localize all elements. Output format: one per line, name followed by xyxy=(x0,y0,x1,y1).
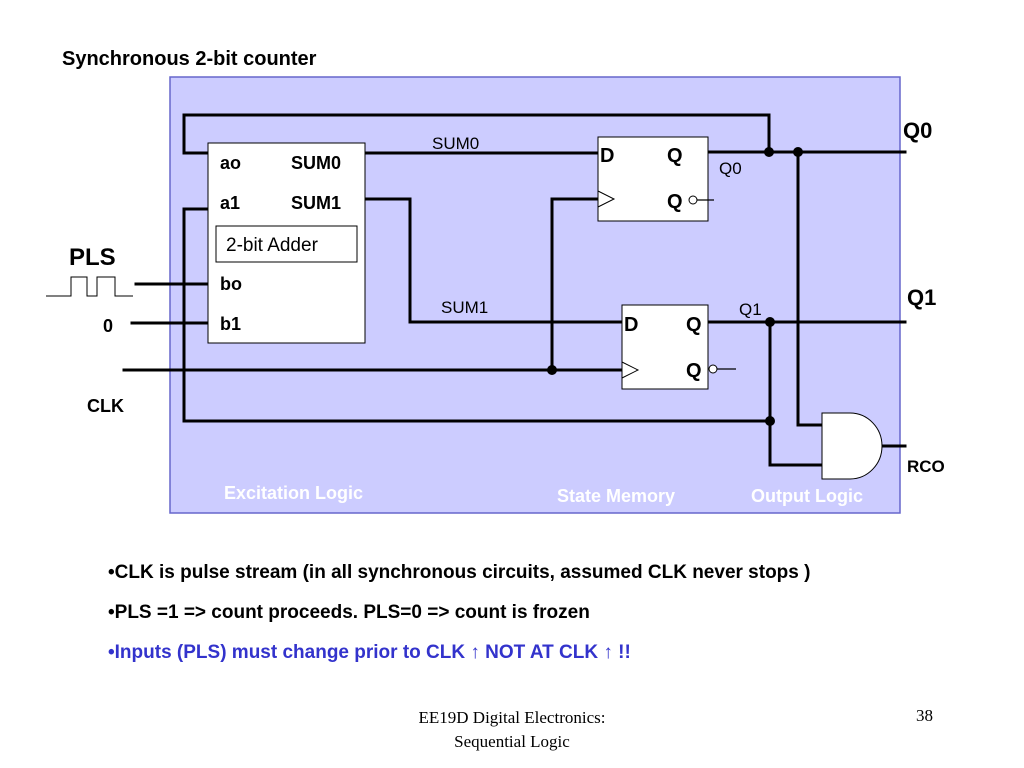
pls-waveform xyxy=(46,276,133,297)
adder-name-box xyxy=(215,225,358,263)
bullet-marker: • xyxy=(108,642,115,663)
ff0-q-label: Q xyxy=(667,145,683,167)
wire-label-q0: Q0 xyxy=(719,159,742,178)
page-number: 38 xyxy=(916,706,933,725)
ff1-qbar-label: Q xyxy=(686,360,702,382)
adder-port-bo: bo xyxy=(220,274,242,294)
bullet-item: •PLS =1 => count proceeds. PLS=0 => coun… xyxy=(108,601,810,641)
region-label-state-memory: State Memory xyxy=(557,486,675,506)
wire-and-in-q0 xyxy=(796,150,824,427)
input-label-zero: 0 xyxy=(103,316,113,336)
flip-flop-1 xyxy=(621,304,709,390)
counter-circuit-diagram: 2-bit Adder ao a1 bo b1 SUM0 SUM1 D Q Q … xyxy=(46,76,945,514)
wire-sum1 xyxy=(363,197,624,324)
junction-dot xyxy=(547,365,557,375)
bullet-marker: • xyxy=(108,602,115,623)
bullet-marker: • xyxy=(108,562,115,583)
wire-label-q1: Q1 xyxy=(739,300,762,319)
input-label-clk: CLK xyxy=(87,396,124,416)
bullet-item: •CLK is pulse stream (in all synchronous… xyxy=(108,561,810,601)
ff1-inversion-bubble xyxy=(708,364,718,374)
adder-port-sum0: SUM0 xyxy=(291,153,341,173)
and-gate xyxy=(821,412,883,480)
junctions xyxy=(547,147,803,426)
ff1-q-label: Q xyxy=(686,314,702,336)
footer-line-2: Sequential Logic xyxy=(454,732,570,751)
wire-q1-feedback xyxy=(182,207,772,423)
output-label-q1: Q1 xyxy=(907,285,936,310)
bullet-list: •CLK is pulse stream (in all synchronous… xyxy=(108,561,810,681)
adder-port-sum1: SUM1 xyxy=(291,193,341,213)
footer-line-1: EE19D Digital Electronics: xyxy=(418,708,606,727)
wire-label-sum1: SUM1 xyxy=(441,298,488,317)
adder-port-a1: a1 xyxy=(220,193,240,213)
output-label-q0: Q0 xyxy=(903,118,932,143)
adder-port-ao: ao xyxy=(220,153,241,173)
ff1-d-label: D xyxy=(624,314,638,336)
adder-name: 2-bit Adder xyxy=(226,235,319,256)
junction-dot xyxy=(764,147,774,157)
bullet-text: Inputs (PLS) must change prior to CLK ↑ … xyxy=(114,642,631,663)
wire-clk-branch xyxy=(550,197,600,372)
slide-title: Synchronous 2-bit counter xyxy=(62,48,317,70)
wire-and-in-q1 xyxy=(768,419,824,467)
output-label-rco: RCO xyxy=(907,457,945,476)
adder-port-b1: b1 xyxy=(220,314,241,334)
bullet-text: CLK is pulse stream (in all synchronous … xyxy=(114,562,811,583)
junction-dot xyxy=(765,317,775,327)
flip-flop-0 xyxy=(597,136,709,222)
footer-course-title: EE19D Digital Electronics: Sequential Lo… xyxy=(372,706,652,754)
input-label-pls: PLS xyxy=(69,244,116,271)
ff1-clock-triangle xyxy=(621,361,640,379)
junction-dot xyxy=(793,147,803,157)
region-label-output: Output Logic xyxy=(751,486,863,506)
bullet-text: PLS =1 => count proceeds. PLS=0 => count… xyxy=(114,602,590,623)
ff0-inversion-bubble xyxy=(688,195,698,205)
ff0-clock-triangle xyxy=(597,190,616,208)
region-label-excitation: Excitation Logic xyxy=(224,483,363,503)
ff0-d-label: D xyxy=(600,145,614,167)
wire-q0-feedback xyxy=(182,113,771,155)
wires xyxy=(122,113,907,467)
bullet-item-highlight: •Inputs (PLS) must change prior to CLK ↑… xyxy=(108,641,810,681)
wire-label-sum0: SUM0 xyxy=(432,134,479,153)
junction-dot xyxy=(765,416,775,426)
ff0-qbar-label: Q xyxy=(667,191,683,213)
